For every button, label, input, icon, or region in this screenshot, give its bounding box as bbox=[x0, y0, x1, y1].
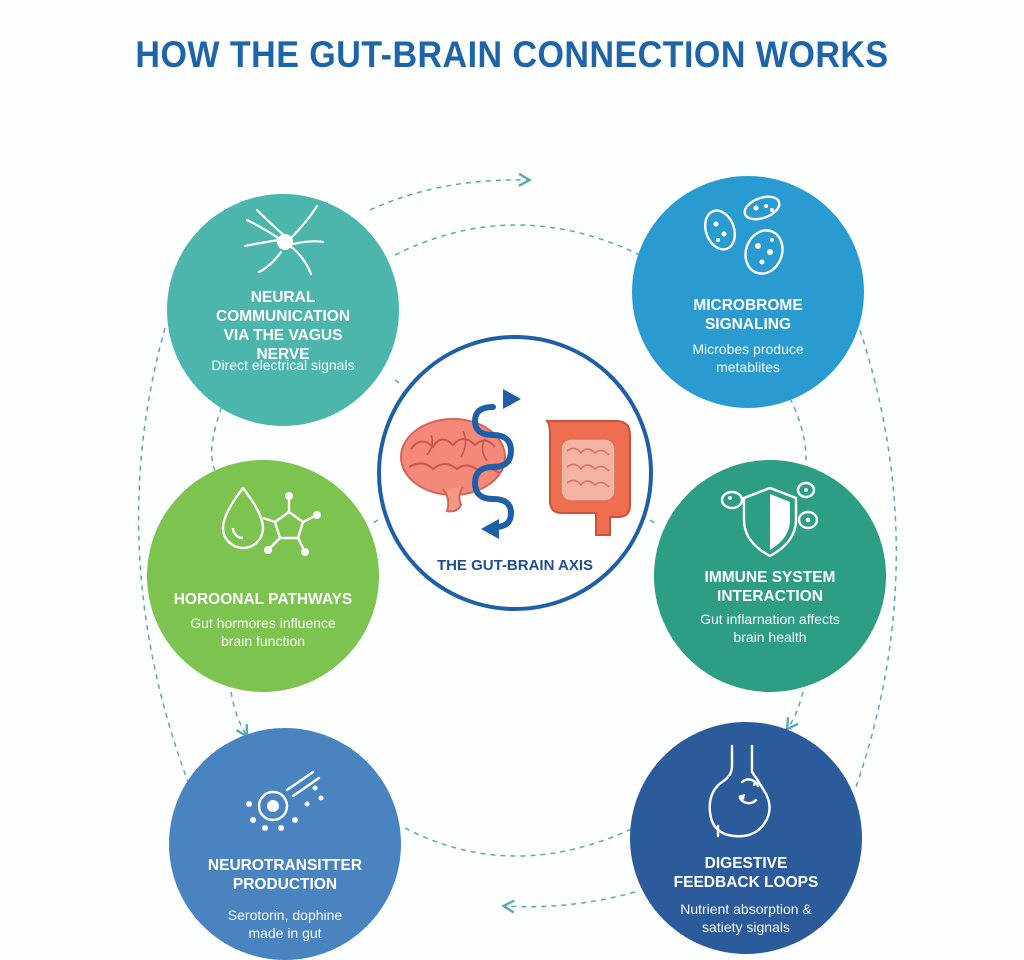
node-immune-interaction: IMMUNE SYSTEM INTERACTION Gut inflarnati… bbox=[654, 460, 886, 692]
node-title: NEURAL COMMUNICATION VIA THE VAGUS NERVE bbox=[215, 289, 351, 363]
node-digestive-feedback: DIGESTIVE FEEDBACK LOOPS Nutrient absorp… bbox=[630, 722, 862, 954]
node-microbiome-signaling: MICROBROME SIGNALING Microbes produce me… bbox=[632, 176, 864, 408]
node-description: Nutrient absorption & satiety signals bbox=[680, 901, 812, 935]
node-title: NEUROTRANSITTER PRODUCTION bbox=[207, 857, 363, 893]
microbes-icon bbox=[703, 195, 784, 275]
link-center-left bbox=[369, 519, 379, 526]
link-center-top-left bbox=[394, 379, 403, 386]
stomach-icon bbox=[708, 744, 771, 838]
arc-left-outer bbox=[137, 327, 196, 801]
arc-top-arrow bbox=[369, 172, 532, 211]
node-description: Gut hormores influence brain function bbox=[190, 615, 336, 649]
hormone-molecule-icon bbox=[221, 486, 321, 556]
arc-right-outer bbox=[854, 329, 897, 791]
link-center-right bbox=[649, 519, 657, 525]
neurotransmitter-icon bbox=[246, 770, 324, 831]
node-title: MICROBROME SIGNALING bbox=[693, 297, 803, 333]
gut-brain-hub-illustration bbox=[400, 389, 631, 539]
node-description: Gut inflarnation affects brain health bbox=[700, 611, 840, 645]
arc-bottom bbox=[404, 825, 639, 857]
arc-right-inner bbox=[789, 397, 807, 471]
node-description: Serotorin, dophine made in gut bbox=[227, 907, 343, 941]
arc-top bbox=[394, 224, 641, 256]
page-title: HOW THE GUT-BRAIN CONNECTION WORKS bbox=[135, 34, 889, 75]
intestine-icon bbox=[545, 420, 631, 536]
node-neurotransmitter-production: NEUROTRANSITTER PRODUCTION Serotorin, do… bbox=[169, 728, 401, 960]
node-title: HOROONAL PATHWAYS bbox=[173, 591, 353, 608]
node-description: Microbes produce metablites bbox=[692, 341, 804, 375]
gut-brain-axis-hub: THE GUT-BRAIN AXIS bbox=[377, 335, 653, 611]
node-neural-communication: NEURAL COMMUNICATION VIA THE VAGUS NERVE… bbox=[167, 194, 399, 426]
node-hormonal-pathways: HOROONAL PATHWAYS Gut hormores influence… bbox=[147, 460, 379, 692]
node-title: IMMUNE SYSTEM INTERACTION bbox=[704, 569, 836, 605]
node-description: Direct electrical signals bbox=[211, 357, 355, 373]
immune-shield-icon bbox=[720, 481, 819, 558]
neuron-icon bbox=[243, 204, 325, 276]
center-label: THE GUT-BRAIN AXIS bbox=[436, 557, 594, 574]
node-title: DIGESTIVE FEEDBACK LOOPS bbox=[673, 855, 819, 891]
arc-bottom-arrow bbox=[501, 891, 636, 914]
bidirectional-arrow-icon bbox=[471, 404, 515, 530]
